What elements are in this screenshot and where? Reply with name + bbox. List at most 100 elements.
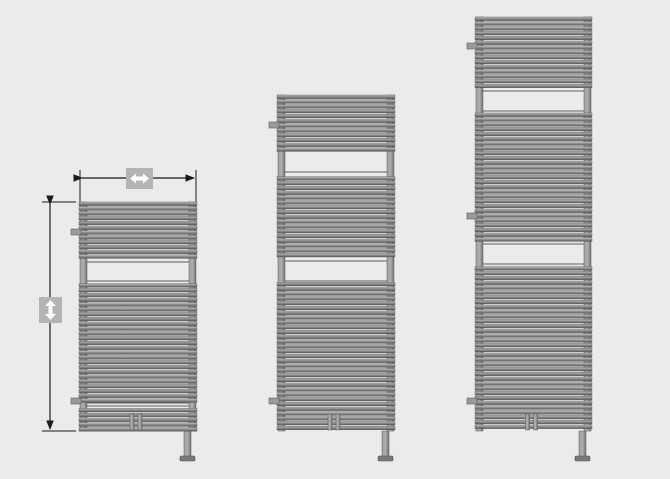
radiator-bar (474, 372, 593, 377)
radiator-bar (276, 224, 396, 229)
radiator-bar (276, 306, 396, 311)
height-dimension (39, 195, 76, 432)
radiator-bar (78, 365, 198, 370)
radiator-bar (276, 219, 396, 224)
radiator-bar (474, 348, 593, 353)
radiator-bar (474, 45, 593, 50)
radiator-bar (474, 26, 593, 31)
radiator-bar (276, 181, 396, 186)
radiator-bar (474, 203, 593, 208)
radiator-bar (474, 194, 593, 199)
radiator-bar (276, 373, 396, 378)
radiator-bar (474, 31, 593, 36)
radiator-bar (78, 283, 198, 288)
radiator-bar (474, 304, 593, 309)
radiator-bar (276, 142, 396, 147)
radiator-bar (276, 205, 396, 210)
radiator-bar (276, 392, 396, 397)
radiator-bar (276, 94, 396, 99)
radiator-bar (276, 238, 396, 243)
radiator-bar (474, 155, 593, 160)
width-dimension (73, 168, 197, 205)
radiator-bar (474, 396, 593, 401)
radiator-bar (276, 397, 396, 402)
radiator-bar (474, 213, 593, 218)
radiator-bar (276, 296, 396, 301)
radiator-foot (574, 455, 591, 462)
radiator-bar (78, 249, 198, 254)
radiator-bar (474, 50, 593, 55)
radiator-bar (276, 200, 396, 205)
radiator-bar (78, 331, 198, 336)
radiator-bar (276, 99, 396, 104)
radiator-bar (474, 16, 593, 21)
radiator-bar (474, 146, 593, 151)
radiator-bar (276, 133, 396, 138)
radiator-bar (78, 201, 198, 206)
radiator-bar (276, 214, 396, 219)
radiator-bar (474, 160, 593, 165)
radiator-large (466, 16, 593, 462)
radiator-bar (276, 229, 396, 234)
radiator-bar (474, 276, 593, 281)
radiator-bar (474, 117, 593, 122)
radiator-bar (78, 345, 198, 350)
radiator-bar (474, 223, 593, 228)
radiator-bar (474, 333, 593, 338)
radiator-bar (474, 112, 593, 117)
radiator-bar (474, 266, 593, 271)
arrows-horizontal-icon (126, 168, 153, 189)
radiator-valve (268, 121, 280, 129)
radiator-bar (276, 387, 396, 392)
radiator-bar (276, 282, 396, 287)
radiator-bar (276, 253, 396, 258)
radiator-bar (474, 338, 593, 343)
radiator-bar (276, 209, 396, 214)
radiator-bar (474, 290, 593, 295)
radiator-bar (474, 376, 593, 381)
radiator-bar (78, 336, 198, 341)
radiator-bar (474, 79, 593, 84)
radiator-bar (78, 408, 198, 413)
radiator-bar (276, 406, 396, 411)
arrows-vertical-icon (39, 297, 62, 323)
radiator-bar (474, 386, 593, 391)
radiator-bar (474, 295, 593, 300)
radiator-bar (78, 216, 198, 221)
radiator-bar (276, 128, 396, 133)
radiator-bar (78, 374, 198, 379)
radiator-bar (474, 328, 593, 333)
radiator-bar (474, 208, 593, 213)
radiator-bar (474, 127, 593, 132)
radiator-bar (474, 40, 593, 45)
radiator-stand (183, 430, 192, 459)
radiator-bar (276, 339, 396, 344)
radiator-pipe (137, 413, 143, 431)
radiator-bar (276, 176, 396, 181)
radiator-bar (474, 151, 593, 156)
radiator-bar (474, 179, 593, 184)
radiator-bar (276, 363, 396, 368)
radiator-bar (276, 113, 396, 118)
radiator-bar (78, 211, 198, 216)
radiator-bar (276, 137, 396, 142)
radiator-bar (276, 233, 396, 238)
radiator-bar (78, 225, 198, 230)
radiator-bar (78, 326, 198, 331)
radiator-bar (78, 307, 198, 312)
radiator-bar (78, 341, 198, 346)
radiator-bar (78, 350, 198, 355)
radiator-bar (78, 254, 198, 259)
radiator-bar (276, 382, 396, 387)
radiator-bar (276, 286, 396, 291)
radiator-bar (474, 131, 593, 136)
radiator-bar (276, 320, 396, 325)
radiator-bar (276, 315, 396, 320)
radiator-bar (474, 189, 593, 194)
radiator-bar (276, 301, 396, 306)
radiator-bar (474, 381, 593, 386)
radiator-bar (474, 232, 593, 237)
radiator-bar (474, 280, 593, 285)
radiator-medium (268, 94, 396, 462)
